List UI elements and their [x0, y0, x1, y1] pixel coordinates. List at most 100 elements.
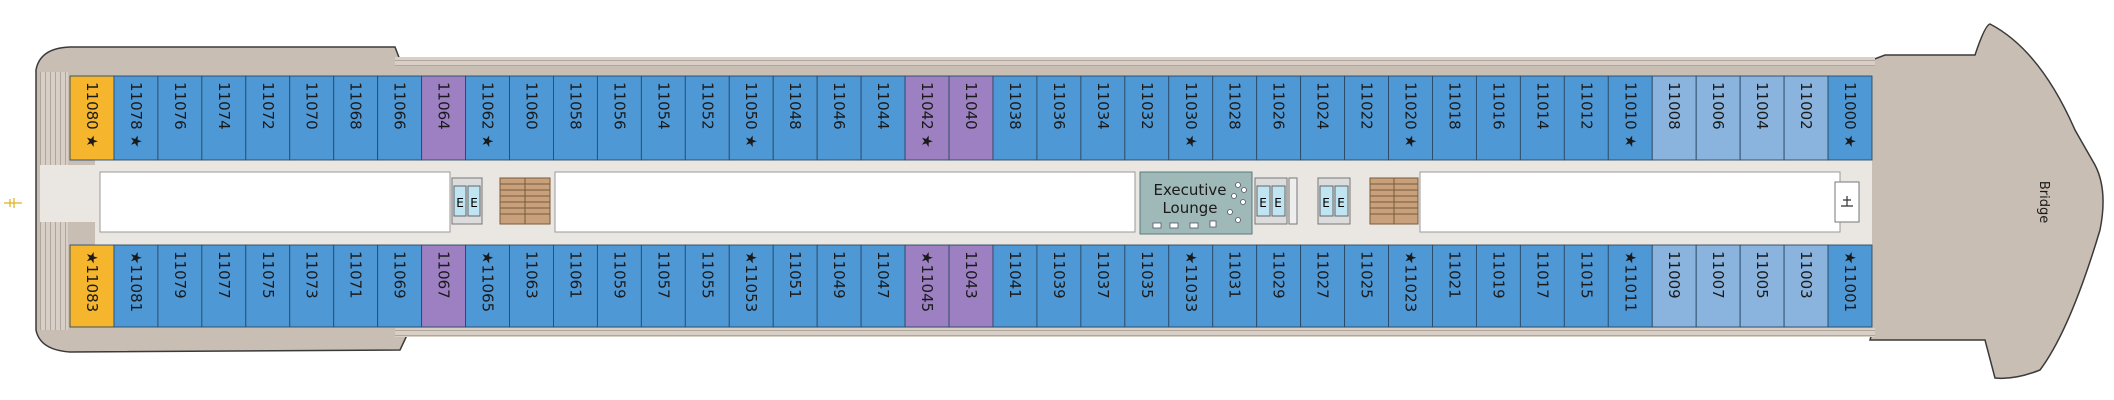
- cabin-11014[interactable]: 11014: [1519, 75, 1565, 161]
- cabin-11041[interactable]: 11041: [992, 244, 1038, 328]
- cabin-11038[interactable]: 11038: [992, 75, 1038, 161]
- cabin-11048[interactable]: 11048: [772, 75, 818, 161]
- cabin-11060[interactable]: 11060: [509, 75, 554, 161]
- cabin-11021[interactable]: 11021: [1432, 244, 1477, 328]
- cabin-11015[interactable]: 11015: [1563, 244, 1609, 328]
- cabin-11007[interactable]: 11007: [1695, 244, 1741, 328]
- cabin-11010[interactable]: 11010 ★: [1607, 75, 1653, 161]
- cabin-box: [113, 244, 159, 328]
- cabin-number: 11049: [830, 251, 848, 299]
- cabin-box: [596, 75, 642, 161]
- aft-elevators[interactable]: E E: [451, 177, 483, 225]
- executive-lounge[interactable]: Executive Lounge: [1139, 171, 1253, 235]
- cabin-11046[interactable]: 11046: [816, 75, 862, 161]
- cabin-11045[interactable]: ★11045: [904, 244, 950, 328]
- cabin-11069[interactable]: 11069: [377, 244, 423, 328]
- cabin-11012[interactable]: 11012: [1563, 75, 1609, 161]
- cabin-number: 11060: [522, 82, 540, 130]
- cabin-11079[interactable]: 11079: [157, 244, 203, 328]
- aft-stairwell[interactable]: [499, 177, 551, 225]
- cabin-11061[interactable]: 11061: [553, 244, 598, 328]
- cabin-11055[interactable]: 11055: [684, 244, 730, 328]
- cabin-11034[interactable]: 11034: [1080, 75, 1126, 161]
- cabin-11074[interactable]: 11074: [201, 75, 247, 161]
- cabin-11026[interactable]: 11026: [1256, 75, 1302, 161]
- cabin-11051[interactable]: 11051: [772, 244, 818, 328]
- cabin-11011[interactable]: ★11011: [1607, 244, 1653, 328]
- cabin-11066[interactable]: 11066: [377, 75, 423, 161]
- cabin-11020[interactable]: 11020 ★: [1388, 75, 1433, 161]
- cabin-box: [596, 244, 642, 328]
- cabin-11000[interactable]: 11000 ★: [1827, 75, 1873, 161]
- cabin-11037[interactable]: 11037: [1080, 244, 1126, 328]
- cabin-11056[interactable]: 11056: [596, 75, 642, 161]
- cabin-11027[interactable]: 11027: [1300, 244, 1346, 328]
- cabin-11018[interactable]: 11018: [1432, 75, 1477, 161]
- cabin-box: [1124, 244, 1170, 328]
- cabin-11065[interactable]: ★11065: [465, 244, 510, 328]
- elevator-car: [1319, 185, 1334, 217]
- cabin-11049[interactable]: 11049: [816, 244, 862, 328]
- cabin-11040[interactable]: 11040: [948, 75, 994, 161]
- cabin-11059[interactable]: 11059: [596, 244, 642, 328]
- cabin-11058[interactable]: 11058: [553, 75, 598, 161]
- cabin-11009[interactable]: 11009: [1651, 244, 1697, 328]
- cabin-11023[interactable]: ★11023: [1388, 244, 1433, 328]
- cabin-11002[interactable]: 11002: [1783, 75, 1829, 161]
- forward-elevators[interactable]: E E: [1317, 177, 1351, 225]
- cabin-11072[interactable]: 11072: [245, 75, 291, 161]
- cabin-11050[interactable]: 11050 ★: [728, 75, 774, 161]
- cabin-11063[interactable]: 11063: [509, 244, 554, 328]
- cabin-11077[interactable]: 11077: [201, 244, 247, 328]
- cabin-number: 11078 ★: [127, 82, 145, 148]
- cabin-11005[interactable]: 11005: [1739, 244, 1785, 328]
- cabin-11004[interactable]: 11004: [1739, 75, 1785, 161]
- cabin-11032[interactable]: 11032: [1124, 75, 1170, 161]
- cabin-11024[interactable]: 11024: [1300, 75, 1346, 161]
- cabin-11017[interactable]: 11017: [1519, 244, 1565, 328]
- cabin-11030[interactable]: 11030 ★: [1168, 75, 1214, 161]
- cabin-11081[interactable]: ★11081: [113, 244, 159, 328]
- cabin-11078[interactable]: 11078 ★: [113, 75, 159, 161]
- cabin-11016[interactable]: 11016: [1475, 75, 1521, 161]
- cabin-11031[interactable]: 11031: [1212, 244, 1258, 328]
- cabin-11008[interactable]: 11008: [1651, 75, 1697, 161]
- mid-elevators[interactable]: E E: [1254, 177, 1298, 225]
- cabin-11043[interactable]: 11043: [948, 244, 994, 328]
- central-partition: [554, 171, 1136, 233]
- cabin-11028[interactable]: 11028: [1212, 75, 1258, 161]
- cabin-11003[interactable]: 11003: [1783, 244, 1829, 328]
- cabin-11025[interactable]: 11025: [1344, 244, 1389, 328]
- cabin-11053[interactable]: ★11053: [728, 244, 774, 328]
- cabin-11044[interactable]: 11044: [860, 75, 906, 161]
- cabin-11070[interactable]: 11070: [289, 75, 335, 161]
- cabin-11039[interactable]: 11039: [1036, 244, 1082, 328]
- cabin-11067[interactable]: 11067: [421, 244, 467, 328]
- cabin-11006[interactable]: 11006: [1695, 75, 1741, 161]
- cabin-11035[interactable]: 11035: [1124, 244, 1170, 328]
- cabin-11036[interactable]: 11036: [1036, 75, 1082, 161]
- cabin-box: [1519, 75, 1565, 161]
- cabin-11073[interactable]: 11073: [289, 244, 335, 328]
- cabin-11083[interactable]: ★11083: [69, 244, 115, 328]
- cabin-11068[interactable]: 11068: [333, 75, 379, 161]
- forward-stairwell[interactable]: [1369, 177, 1419, 225]
- cabin-11075[interactable]: 11075: [245, 244, 291, 328]
- cabin-11071[interactable]: 11071: [333, 244, 379, 328]
- cabin-11064[interactable]: 11064: [421, 75, 467, 161]
- cabin-box: [1432, 75, 1477, 161]
- cabin-11057[interactable]: 11057: [640, 244, 686, 328]
- cabin-11052[interactable]: 11052: [684, 75, 730, 161]
- cabin-11001[interactable]: ★11001: [1827, 244, 1873, 328]
- cabin-11033[interactable]: ★11033: [1168, 244, 1214, 328]
- cabin-11022[interactable]: 11022: [1344, 75, 1389, 161]
- cabin-11047[interactable]: 11047: [860, 244, 906, 328]
- cabin-11076[interactable]: 11076: [157, 75, 203, 161]
- cabin-number: 11052: [698, 82, 716, 130]
- cabin-11054[interactable]: 11054: [640, 75, 686, 161]
- cabin-11029[interactable]: 11029: [1256, 244, 1302, 328]
- cabin-11042[interactable]: 11042 ★: [904, 75, 950, 161]
- cabin-11080[interactable]: 11080 ★: [69, 75, 115, 161]
- cabin-11062[interactable]: 11062 ★: [465, 75, 510, 161]
- cabin-11019[interactable]: 11019: [1475, 244, 1521, 328]
